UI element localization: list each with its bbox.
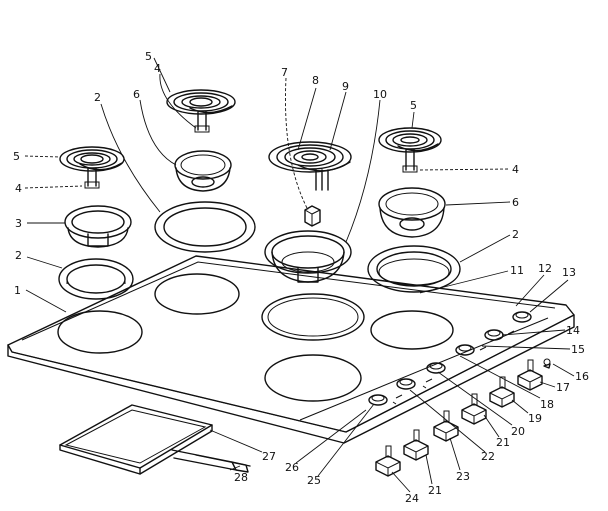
callout-25: 25 [307,474,321,487]
reflector-bowl-left [174,150,232,192]
switch-24 [375,445,401,477]
callout-15: 15 [571,343,585,356]
coil-element-left [59,146,125,189]
callout-labels: 1 2 2 2 3 4 4 4 5 5 5 6 6 7 8 9 10 11 12… [13,50,589,505]
panel-control-knobs [368,311,532,406]
callout-2: 2 [94,91,101,104]
callout-6: 6 [133,88,140,101]
callout-6: 6 [512,196,519,209]
callout-2: 2 [512,228,519,241]
callout-16: 16 [575,370,589,383]
callout-24: 24 [405,492,419,505]
callout-20: 20 [511,425,525,438]
callout-22: 22 [481,450,495,463]
callout-4: 4 [15,182,22,195]
callout-26: 26 [285,461,299,474]
coil-element-large [268,141,352,191]
switch-23 [433,410,459,442]
callout-3: 3 [15,217,22,230]
switch-21a [403,429,429,461]
callout-12: 12 [538,262,552,275]
callout-5: 5 [410,99,417,112]
callout-5: 5 [145,50,152,63]
callout-17: 17 [556,381,570,394]
callout-23: 23 [456,470,470,483]
leader-lines [24,57,575,493]
control-switches [375,358,551,477]
callout-21: 21 [428,484,442,497]
large-drip-pan [264,230,352,283]
drip-pan-small [64,205,132,248]
trim-rings [58,201,461,300]
callout-4: 4 [512,163,519,176]
callout-2: 2 [15,249,22,262]
switch-19 [489,376,515,408]
callout-21: 21 [496,436,510,449]
callout-10: 10 [373,88,387,101]
callout-11: 11 [510,264,524,277]
clip-16 [543,358,551,369]
callout-1: 1 [14,284,21,297]
burner-holes [57,273,454,402]
callout-8: 8 [312,74,319,87]
callout-27: 27 [262,450,276,463]
cooktop-panel [7,255,575,444]
callout-4: 4 [154,62,161,75]
callout-9: 9 [342,80,349,93]
terminal-block [304,205,321,227]
coil-element-right [378,127,442,173]
griddle-assembly [59,404,251,475]
callout-18: 18 [540,398,554,411]
switch-17 [517,359,543,391]
callout-28: 28 [234,471,248,484]
callout-14: 14 [566,324,580,337]
coil-element-top [166,89,236,133]
reflector-bowl-right [378,187,446,238]
callout-7: 7 [281,66,288,79]
switch-21b [461,393,487,425]
callout-19: 19 [528,412,542,425]
callout-13: 13 [562,266,576,279]
callout-5: 5 [13,150,20,163]
